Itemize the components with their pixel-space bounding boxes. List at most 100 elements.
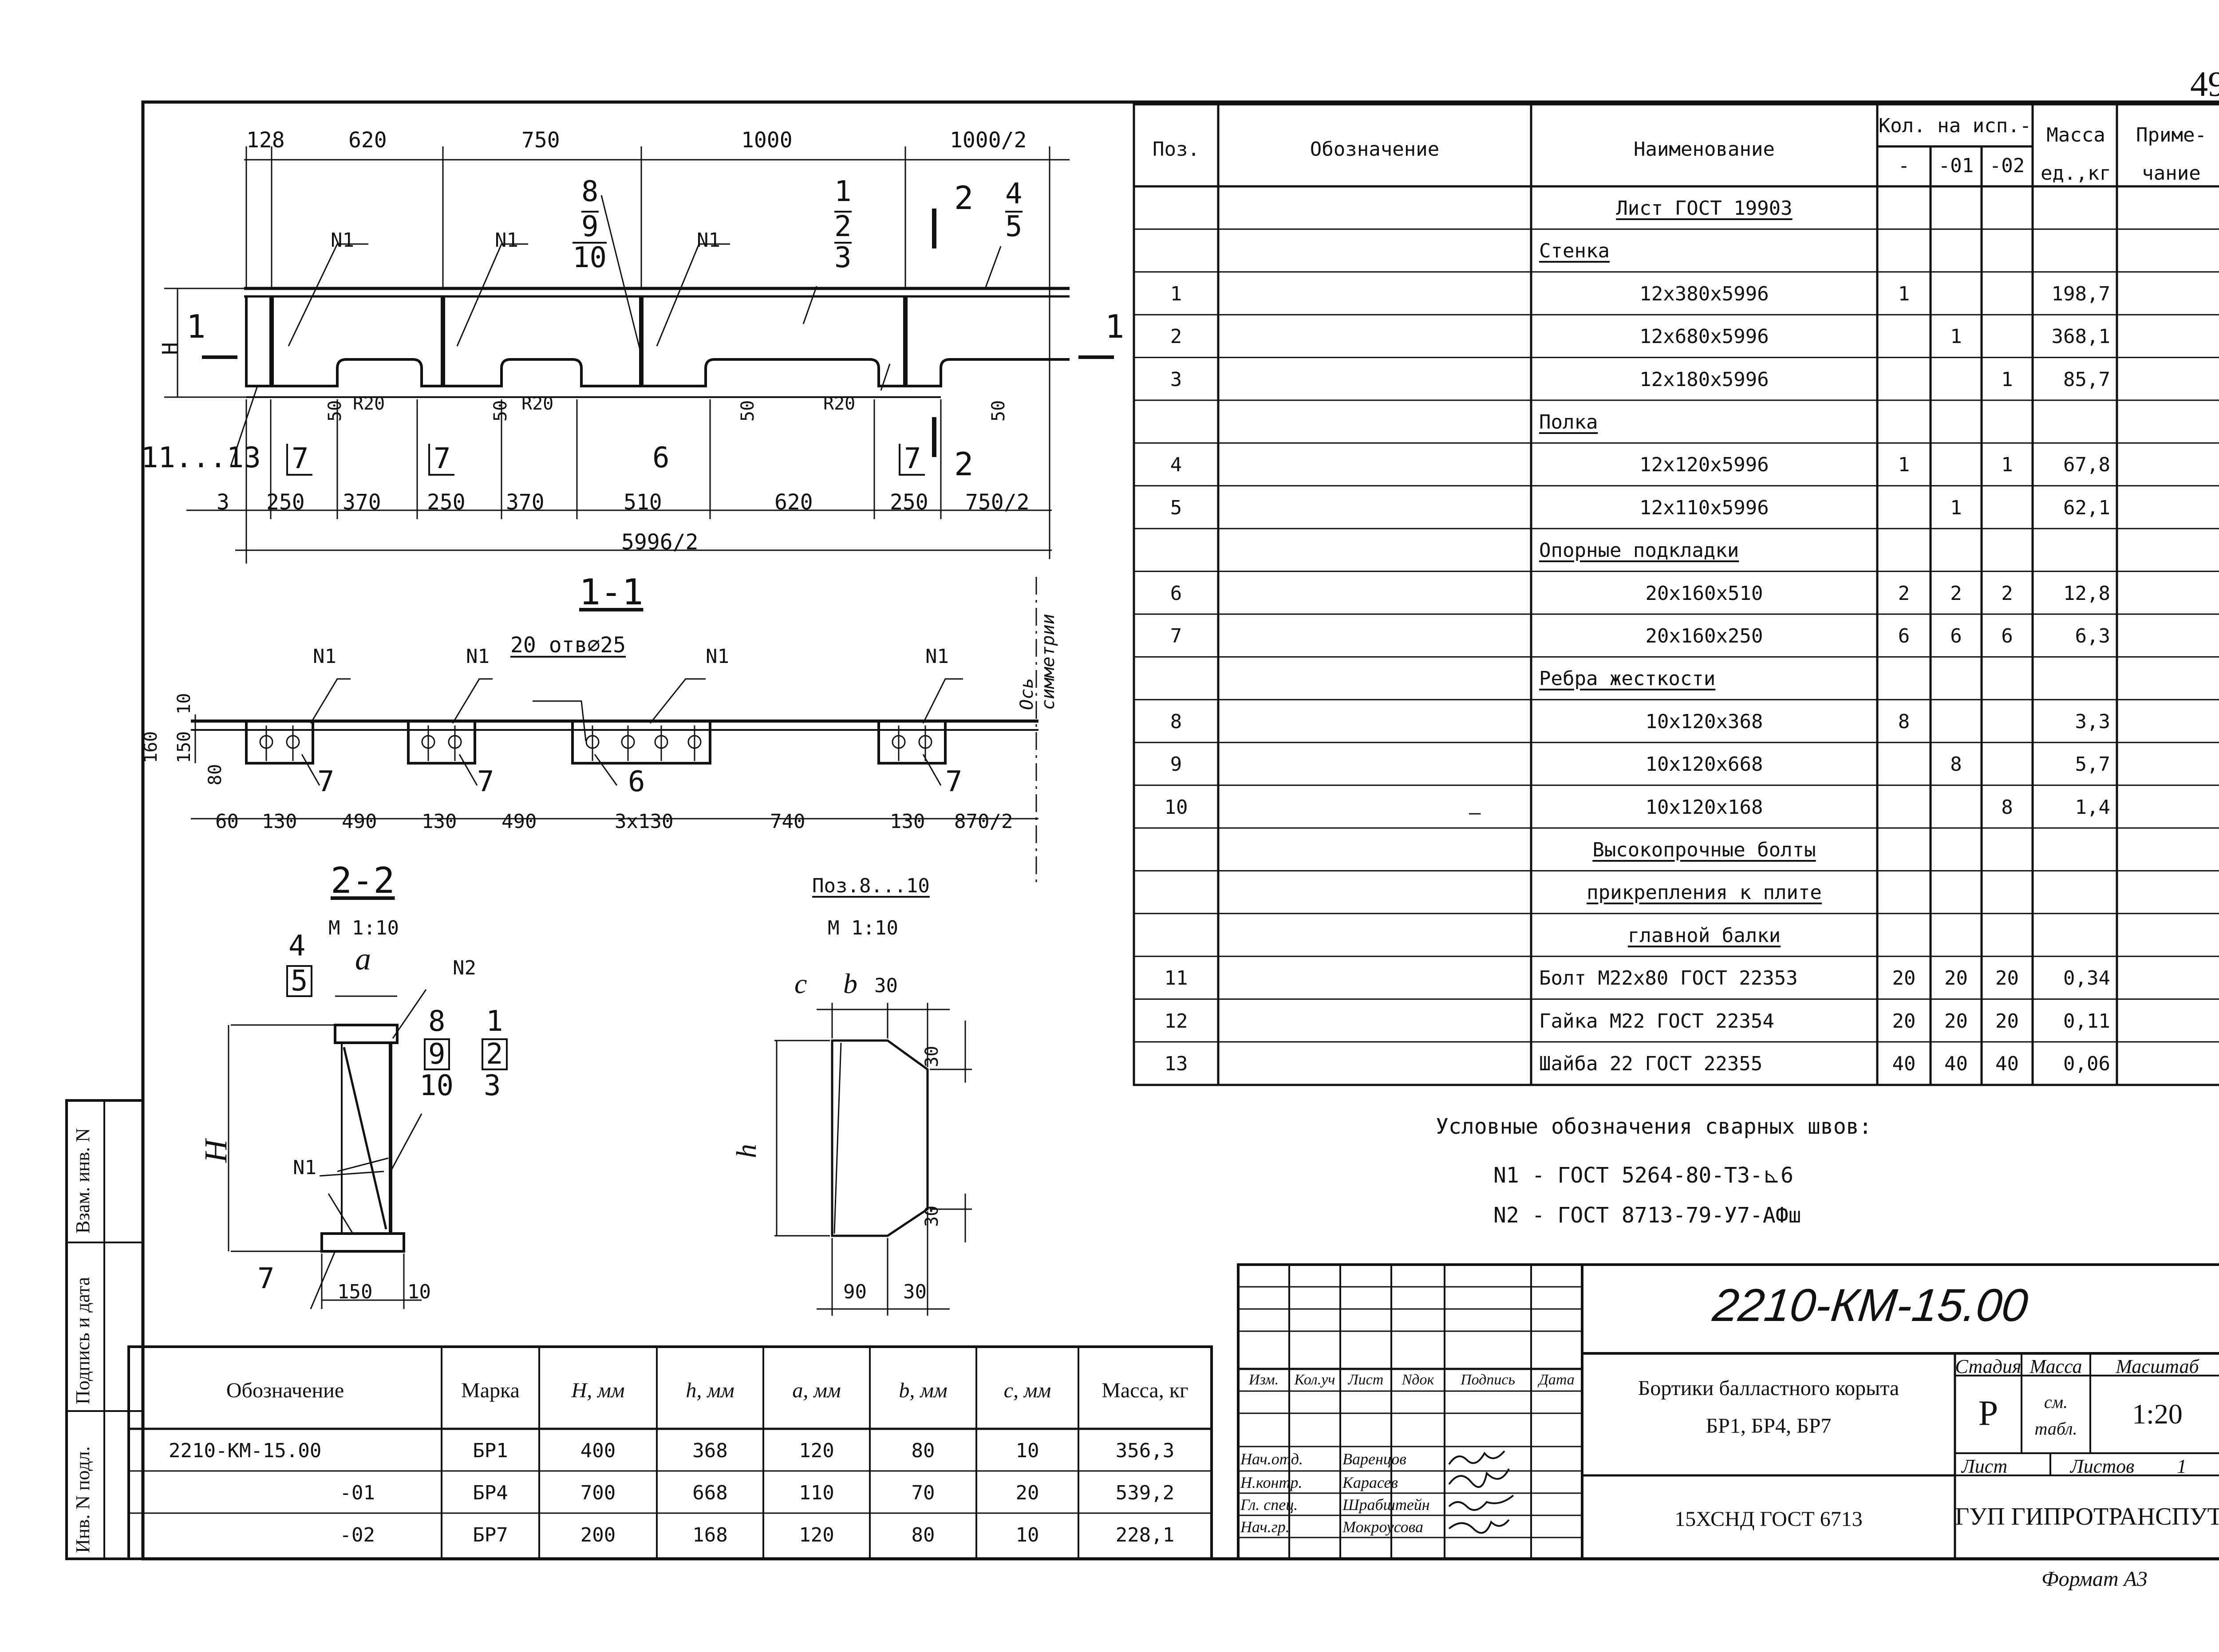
dim-bottom: 250 <box>890 490 928 515</box>
dim-bottom: 130 <box>422 810 457 833</box>
stiffener-scale: М 1:10 <box>828 917 898 939</box>
spec-row-name: прикрепления к плите <box>1587 881 1822 904</box>
sheet-title-line1: Бортики балластного корыта <box>1638 1376 1899 1400</box>
spec-row-name: 10x120x368 <box>1645 710 1763 733</box>
spec-row-name: 10x120x168 <box>1645 796 1763 819</box>
spec-row-name: Стенка <box>1539 240 1610 263</box>
section-scale: М 1:10 <box>328 917 399 939</box>
sheet-title-line2: БР1, БР4, БР7 <box>1706 1414 1832 1438</box>
stiffener-title: Поз.8...10 <box>812 875 930 897</box>
spec-row-pos: 2 <box>1170 325 1182 348</box>
spec-row-mass: 198,7 <box>2051 282 2110 305</box>
page-number: 49 <box>2190 65 2219 104</box>
spec-row-name: Полка <box>1539 411 1598 434</box>
holes-note: 20 отв∅25 <box>510 633 626 658</box>
symmetry-axis-label: Ось симметрии <box>1017 614 1058 710</box>
weld-legend-title: Условные обозначения сварных швов: <box>1436 1114 1872 1139</box>
dim-bottom: 870/2 <box>954 810 1013 833</box>
dim-top: 1000 <box>741 128 793 153</box>
spec-row-mass: 0,06 <box>2063 1053 2110 1075</box>
dim-50: 50 <box>738 400 758 422</box>
signer-name: Шрабштейн <box>1342 1496 1430 1514</box>
section-cut-label: 2 <box>954 446 974 483</box>
variants-header: c, мм <box>1003 1379 1051 1402</box>
spec-row-pos: 10 <box>1164 796 1188 819</box>
dim-bottom: 490 <box>342 810 377 833</box>
spec-row-name: Опорные подкладки <box>1539 539 1739 562</box>
signer-role: Нач.отд. <box>1240 1450 1303 1468</box>
mass-ref: см. табл. <box>2034 1392 2077 1439</box>
spec-row-name: 12x180x5996 <box>1639 368 1769 391</box>
pos-label: 4 <box>1005 177 1023 210</box>
weld-legend-n1: N1 - ГОСТ 5264-80-Т3-⊾6 <box>1493 1163 1793 1188</box>
pos-label: 7 <box>317 765 335 798</box>
section-cut-label: 1 <box>186 308 206 345</box>
pos-label: 7 <box>899 444 925 476</box>
spec-row-pos: 3 <box>1170 368 1182 391</box>
variants-cell: 70 <box>911 1482 935 1504</box>
header-note: Приме- чание <box>2136 124 2207 185</box>
variants-table-grid <box>127 1345 1213 1560</box>
title-block-grid <box>1237 1263 2219 1560</box>
mass-header: Масса <box>2029 1356 2082 1377</box>
dim-bottom: 3x130 <box>615 810 674 833</box>
section-1-1-view <box>191 577 1038 883</box>
signatures <box>1448 1450 1514 1534</box>
section-2-2-view <box>228 989 427 1309</box>
spec-row-mass: 5,7 <box>2075 753 2110 776</box>
spec-row-qty: 2 <box>1950 582 1962 605</box>
spec-row-name: Высокопрочные болты <box>1592 839 1816 861</box>
pos-label: 1 <box>834 175 852 208</box>
spec-row-pos: 1 <box>1170 282 1182 305</box>
dim-bottom: 3 <box>217 490 229 515</box>
dim-bottom: 130 <box>262 810 297 833</box>
pos-label: 3 <box>484 1069 501 1102</box>
variants-cell: 80 <box>911 1439 935 1462</box>
spec-row-pos: 7 <box>1170 625 1182 647</box>
signer-role: Н.контр. <box>1240 1474 1303 1491</box>
sheets-count: 1 <box>2177 1455 2187 1477</box>
dim-top: 1000/2 <box>950 128 1027 153</box>
variants-cell: 80 <box>911 1524 935 1546</box>
section-title: 2-2 <box>331 860 395 901</box>
title-block-col-header: Подпись <box>1461 1372 1515 1388</box>
scale-value: 1:20 <box>2132 1398 2183 1430</box>
spec-row-pos: 5 <box>1170 496 1182 519</box>
variants-header: a, мм <box>792 1379 841 1402</box>
pos-label: 11...13 <box>141 442 261 474</box>
dim-top: 750 <box>521 128 560 153</box>
section-title: 1-1 <box>579 572 644 613</box>
signer-role: Нач.гр. <box>1240 1518 1290 1536</box>
variants-cell: 20 <box>1015 1482 1039 1504</box>
spec-row-name: 20x160x250 <box>1645 625 1763 647</box>
variants-cell: БР7 <box>473 1524 508 1546</box>
variants-cell: 356,3 <box>1115 1439 1175 1462</box>
side-stamp-inv-label: Инв. N подл. <box>72 1446 94 1553</box>
dim-30: 30 <box>922 1205 942 1227</box>
pos-label: 5 <box>1005 210 1023 243</box>
spec-row-qty: 6 <box>1950 625 1962 647</box>
weld-mark: N1 <box>293 1156 316 1179</box>
weld-mark: N1 <box>495 229 518 252</box>
spec-row-qty: 8 <box>1950 753 1962 776</box>
variants-cell: -01 <box>340 1482 375 1504</box>
title-block-col-header: Лист <box>1348 1372 1384 1388</box>
variants-cell: 10 <box>1015 1524 1039 1546</box>
spec-row-name: главной балки <box>1627 924 1781 947</box>
elevation-view <box>164 146 1114 564</box>
dim-bottom: 250 <box>427 490 466 515</box>
spec-row-mass: 85,7 <box>2063 368 2110 391</box>
dim-bottom: 490 <box>501 810 537 833</box>
dim-90: 90 <box>843 1281 867 1303</box>
variants-cell: 120 <box>799 1439 834 1462</box>
header-q1: -01 <box>1938 154 1974 177</box>
spec-row-qty: 1 <box>1898 282 1910 305</box>
document-code: 2210-КМ-15.00 <box>1710 1280 2030 1331</box>
title-block-col-header: Кол.уч <box>1294 1372 1335 1388</box>
section-cut-label: 1 <box>1105 308 1125 345</box>
spec-row-qty: 2 <box>1898 582 1910 605</box>
pos-label: 8 <box>581 175 599 208</box>
header-mass: Масса ед.,кг <box>2041 124 2111 185</box>
spec-row-mass: 1,4 <box>2075 796 2110 819</box>
weld-mark: N1 <box>706 645 729 668</box>
